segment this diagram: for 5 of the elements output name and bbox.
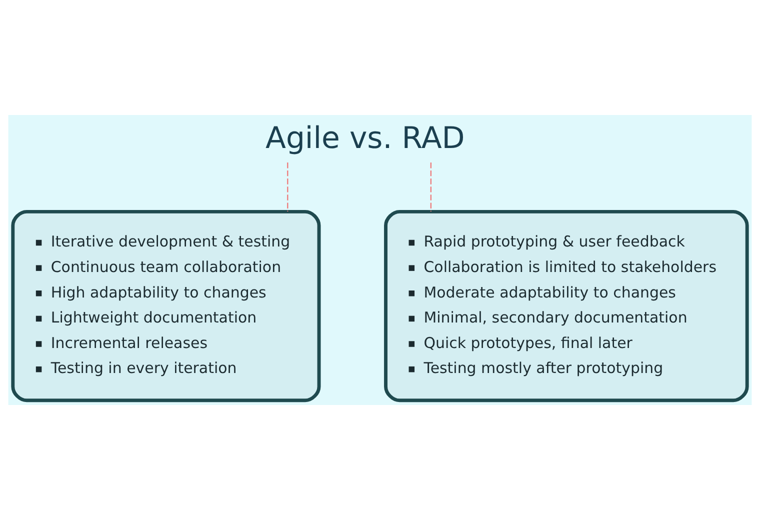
connector: [287, 162, 288, 212]
connector: [430, 162, 432, 212]
node-text: Agile vs. RAD: [265, 120, 465, 156]
node-box: Rapid prototyping & user feedback Collaboration is limited to stakeholders Moderate adaptability to changes Minimal, secondary documentation Quick prototypes, final later Testing mostly after prototyping: [384, 209, 749, 402]
node-box: Iterative development & testing Continuous team collaboration High adaptability to changes Lightweight documentation Incremental releases Testing in every iteration: [11, 209, 321, 402]
